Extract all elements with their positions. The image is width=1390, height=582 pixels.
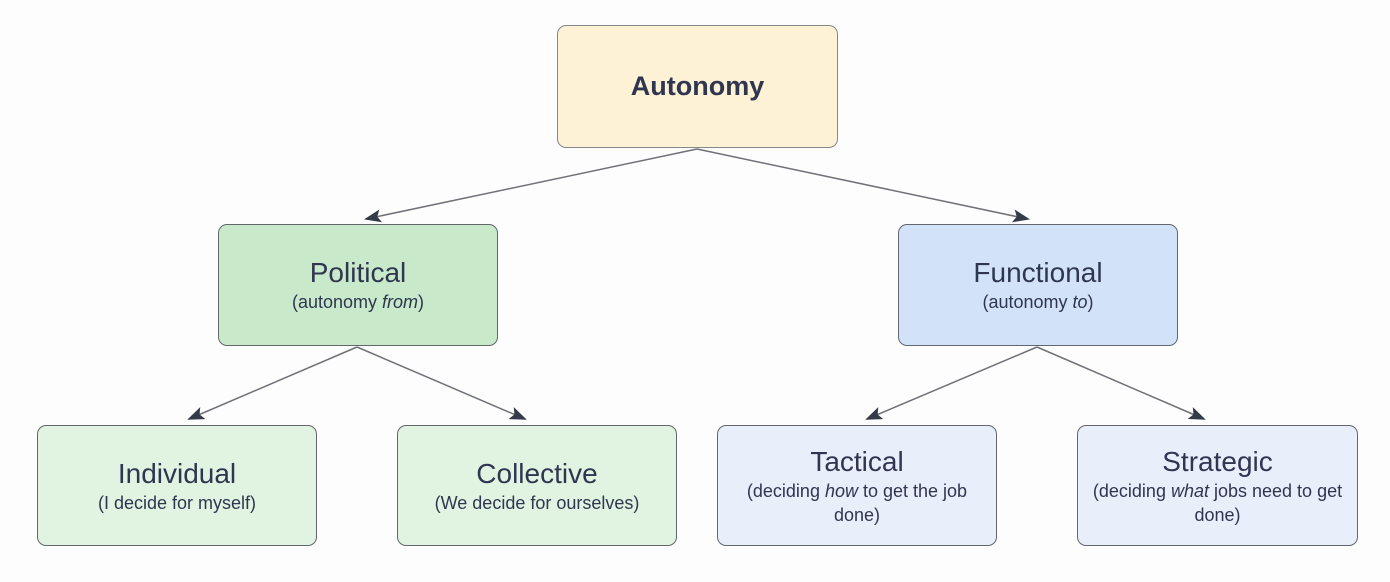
- node-strategic: Strategic (deciding what jobs need to ge…: [1077, 425, 1358, 546]
- node-collective-subtitle: (We decide for ourselves): [434, 492, 640, 513]
- node-functional-title: Functional: [973, 257, 1103, 289]
- node-tactical-title: Tactical: [810, 445, 904, 477]
- edge-autonomy-political: [364, 148, 698, 223]
- edge-functional-strategic: [1036, 346, 1206, 420]
- node-individual-subtitle: (I decide for myself): [97, 492, 257, 513]
- node-strategic-subtitle: (deciding what jobs need to get done): [1092, 480, 1343, 525]
- node-individual-title: Individual: [117, 457, 237, 489]
- node-strategic-title: Strategic: [1162, 445, 1273, 477]
- edge-political-individual: [187, 346, 358, 420]
- node-tactical: Tactical (deciding how to get the job do…: [717, 425, 997, 546]
- edge-political-collective: [356, 346, 527, 420]
- node-political-title: Political: [309, 257, 407, 289]
- node-functional: Functional (autonomy to): [898, 224, 1178, 346]
- node-political: Political (autonomy from): [218, 224, 498, 346]
- edge-autonomy-functional: [696, 148, 1030, 223]
- edge-functional-tactical: [865, 346, 1038, 420]
- node-individual: Individual (I decide for myself): [37, 425, 317, 546]
- node-political-subtitle: (autonomy from): [291, 292, 425, 313]
- node-functional-subtitle: (autonomy to): [982, 292, 1094, 313]
- node-collective-title: Collective: [476, 457, 598, 489]
- node-collective: Collective (We decide for ourselves): [397, 425, 677, 546]
- node-autonomy-title: Autonomy: [630, 70, 765, 101]
- node-autonomy: Autonomy: [557, 25, 838, 148]
- node-tactical-subtitle: (deciding how to get the job done): [746, 480, 968, 525]
